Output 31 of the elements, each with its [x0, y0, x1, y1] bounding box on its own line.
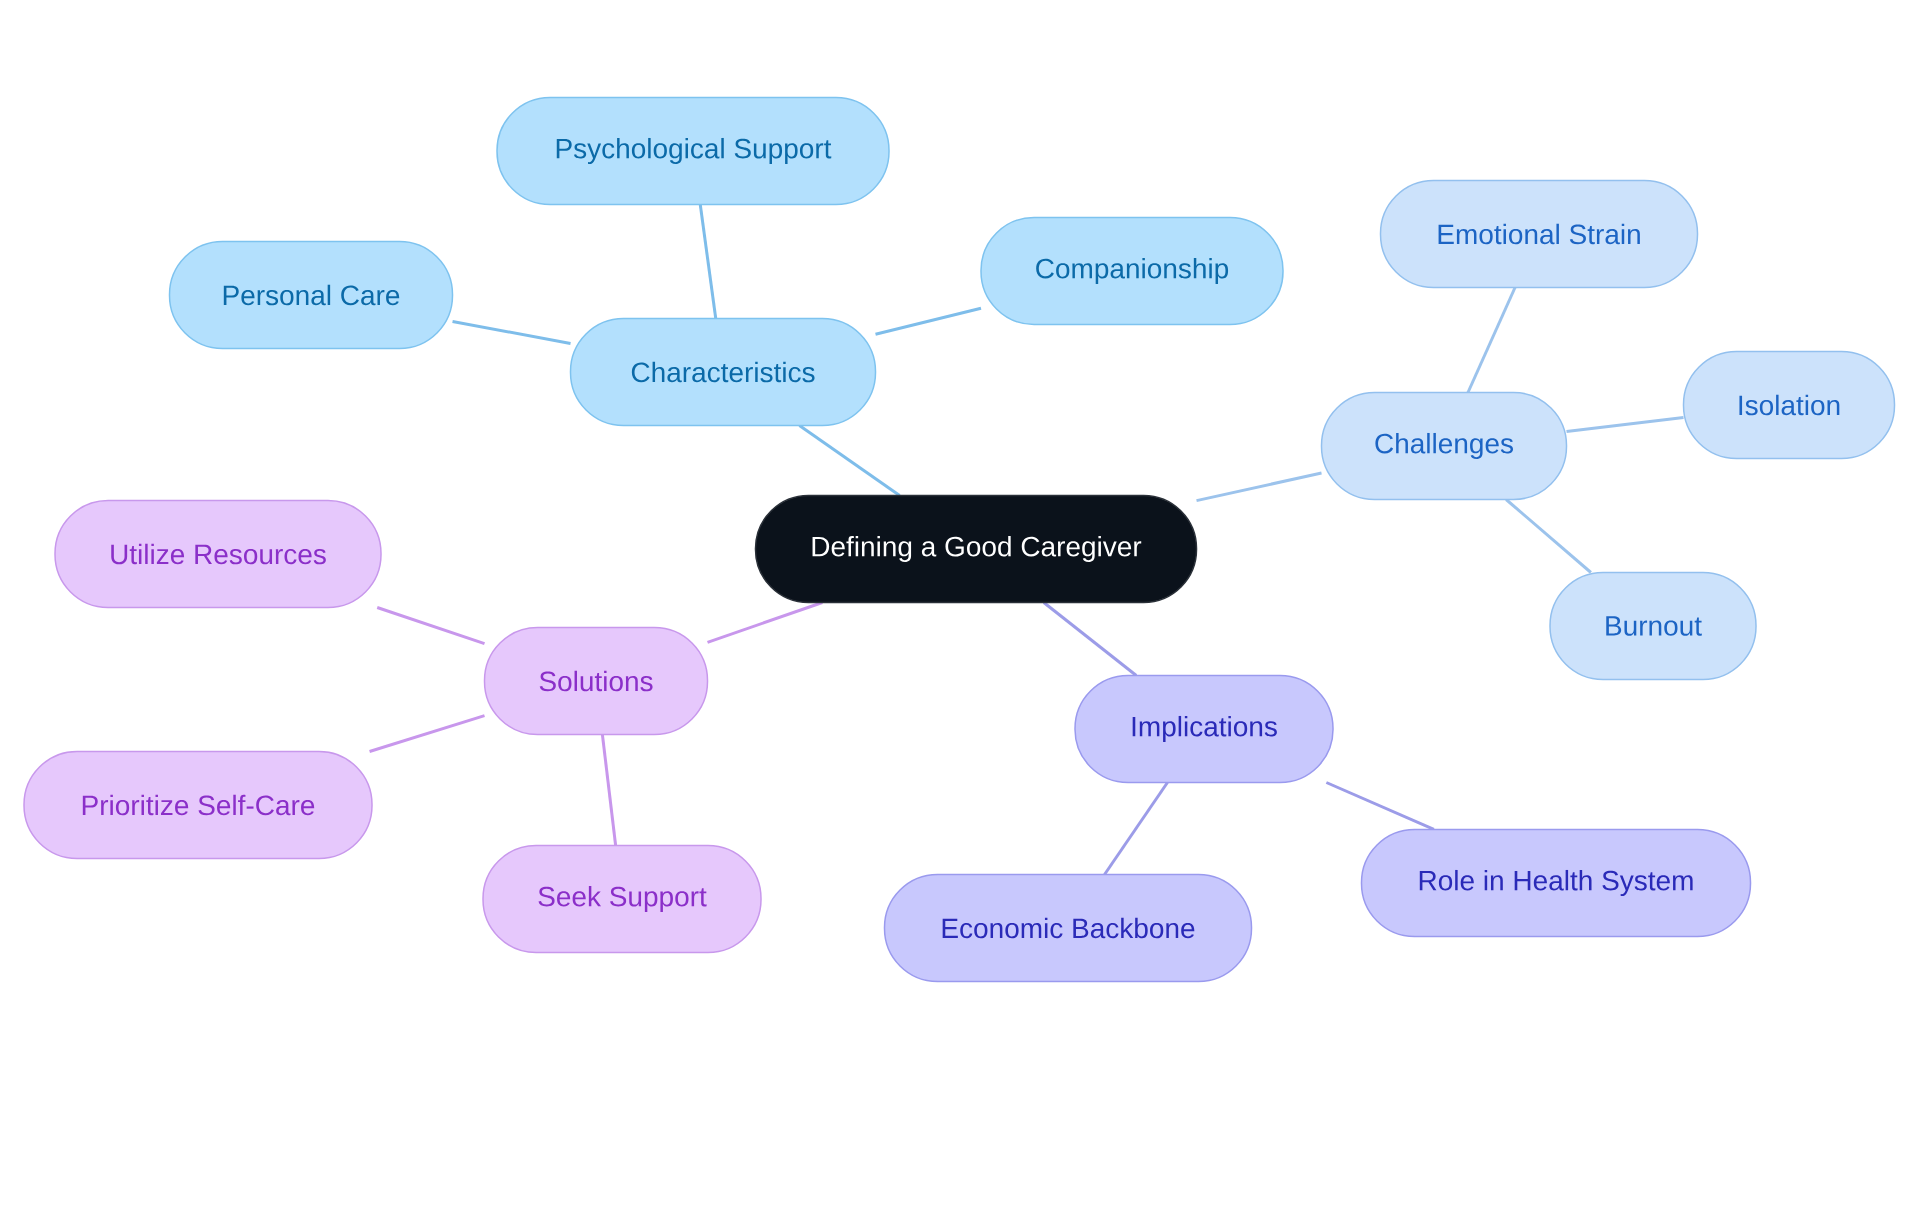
connector-line — [1325, 781, 1435, 831]
connector-line — [798, 424, 901, 497]
subtopic-box: Seek Support — [482, 844, 762, 954]
topic-box: Defining a Good Caregiver — [754, 494, 1198, 604]
subtopic-box: Implications — [1074, 674, 1334, 784]
subtopic-box: Challenges — [1320, 391, 1568, 501]
subtopic-box: Prioritize Self-Care — [23, 750, 373, 860]
connector-line — [875, 306, 982, 336]
connector-line — [1505, 498, 1592, 574]
connector-line — [1196, 471, 1322, 503]
subtopic-box: Emotional Strain — [1379, 179, 1699, 289]
subtopic-box: Role in Health System — [1360, 828, 1752, 938]
subtopic-box: Companionship — [980, 216, 1284, 326]
subtopic-box: Economic Backbone — [883, 873, 1253, 983]
subtopic-box: Solutions — [483, 626, 709, 736]
connector-line — [1042, 601, 1138, 677]
subtopic-box: Personal Care — [168, 240, 454, 350]
connector-line — [1466, 286, 1517, 394]
connector-line — [1566, 416, 1684, 433]
subtopic-box: Utilize Resources — [54, 499, 382, 609]
connector-line — [369, 714, 485, 753]
connector-line — [376, 606, 485, 646]
subtopic-box: Burnout — [1549, 571, 1757, 681]
connector-line — [698, 204, 718, 319]
subtopic-box: Psychological Support — [496, 96, 890, 206]
connector-line — [452, 319, 571, 345]
connector-line — [1103, 781, 1169, 876]
connector-line — [600, 734, 618, 846]
subtopic-box: Characteristics — [569, 317, 877, 427]
subtopic-box: Isolation — [1682, 350, 1896, 460]
connector-line — [707, 601, 823, 644]
